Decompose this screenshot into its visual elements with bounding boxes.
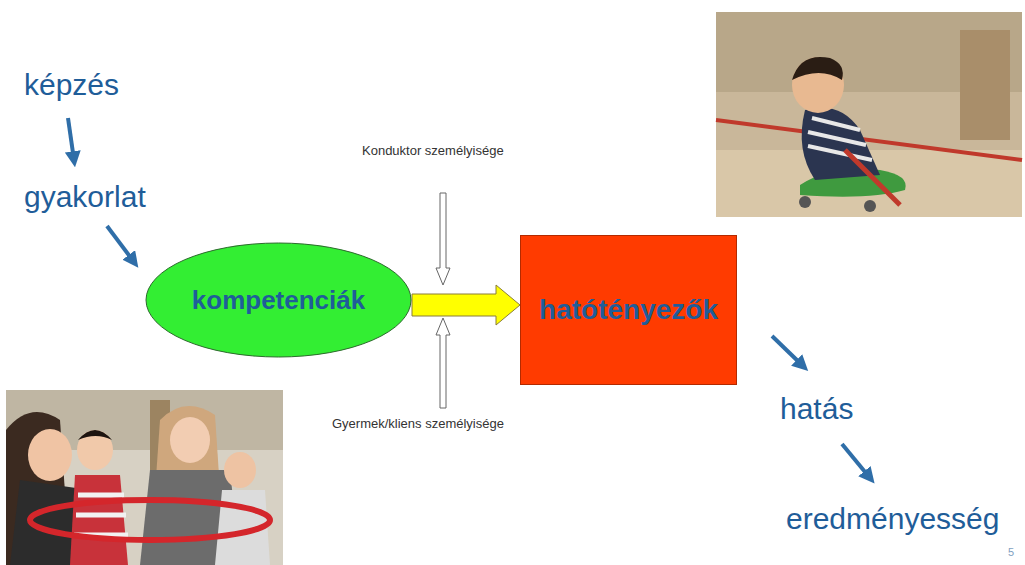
stage-label: eredményesség [786, 502, 999, 537]
flow-arrow [772, 336, 803, 366]
stage-label: képzés [24, 68, 119, 103]
photo [6, 390, 283, 565]
influence-label: Gyermek/kliens személyisége [332, 417, 504, 432]
block-arrow [412, 285, 520, 325]
node-text: hatótényezők [539, 294, 718, 326]
flow-arrow [107, 226, 134, 262]
page-number: 5 [1008, 546, 1014, 559]
hollow-arrow [436, 193, 450, 285]
influence-label: Konduktor személyisége [362, 144, 504, 159]
stage-label: gyakorlat [24, 180, 146, 215]
hollow-arrow [436, 318, 450, 408]
flow-arrow [68, 118, 74, 160]
node-text: kompetenciák [192, 285, 365, 316]
factor-box: hatótényezők [520, 235, 737, 385]
flow-arrow [842, 444, 870, 478]
photo [716, 12, 1022, 217]
competence-ellipse: kompetenciák [145, 242, 412, 358]
stage-label: hatás [780, 392, 853, 427]
